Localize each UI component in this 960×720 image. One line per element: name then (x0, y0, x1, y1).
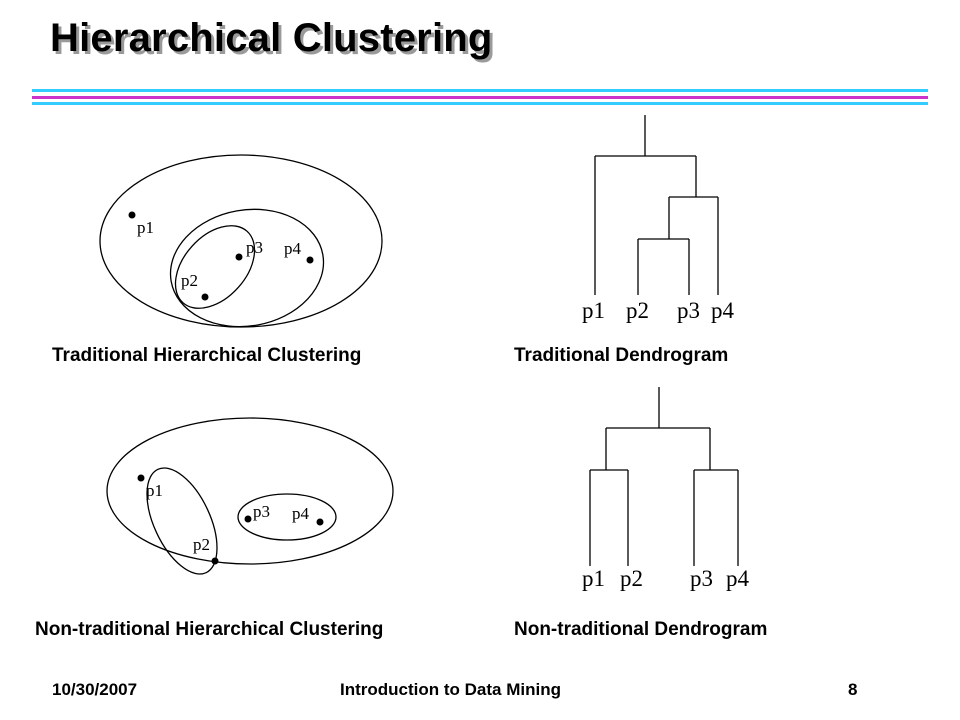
cluster-middle-ellipse (169, 208, 325, 328)
cluster-outer-ellipse (99, 154, 383, 328)
title-rule-blue-top (32, 89, 928, 92)
cluster-inner-ellipse (174, 225, 256, 309)
dendrogram-leaf-label: p3 (690, 566, 713, 591)
point-label: p2 (193, 535, 210, 554)
point-dot (235, 253, 243, 261)
title-rule-magenta (32, 96, 928, 99)
traditional-clustering-diagram (99, 154, 383, 328)
cluster-p3p4-ellipse (237, 493, 337, 541)
point-dot (306, 256, 314, 264)
traditional-dendrogram-tree (594, 115, 719, 295)
point-dot (316, 518, 324, 526)
footer-page-number: 8 (848, 680, 858, 699)
nontraditional-dendrogram-tree (589, 387, 739, 566)
point-label: p3 (253, 502, 270, 521)
caption-nontraditional-clustering: Non-traditional Hierarchical Clustering (35, 619, 384, 640)
point-dot (128, 211, 136, 219)
point-label: p3 (246, 238, 263, 257)
cluster-outer-ellipse (106, 417, 394, 565)
nontraditional-clustering-diagram (106, 417, 394, 575)
dendrogram-leaf-label: p2 (626, 298, 649, 323)
title-rule-blue-bottom (32, 102, 928, 105)
point-dot (211, 557, 219, 565)
dendrogram-leaf-label: p1 (582, 566, 605, 591)
point-dot (201, 293, 209, 301)
dendrogram-leaf-label: p3 (677, 298, 700, 323)
point-label: p2 (181, 271, 198, 290)
dendrogram-leaf-label: p4 (726, 566, 750, 591)
point-dot (244, 515, 252, 523)
dendrogram-leaf-label: p1 (582, 298, 605, 323)
caption-nontraditional-dendrogram: Non-traditional Dendrogram (514, 619, 768, 640)
caption-traditional-dendrogram: Traditional Dendrogram (514, 345, 729, 366)
caption-traditional-clustering: Traditional Hierarchical Clustering (52, 345, 362, 366)
point-label: p1 (146, 481, 163, 500)
slide-title: Hierarchical Clustering (50, 16, 493, 60)
point-label: p4 (284, 239, 302, 258)
footer-date: 10/30/2007 (52, 680, 138, 699)
footer-course: Introduction to Data Mining (340, 680, 561, 699)
point-label: p4 (292, 504, 310, 523)
point-label: p1 (137, 218, 154, 237)
dendrogram-leaf-label: p4 (711, 298, 735, 323)
point-dot (137, 474, 145, 482)
dendrogram-leaf-label: p2 (620, 566, 643, 591)
cluster-p1p2-ellipse (146, 467, 218, 575)
